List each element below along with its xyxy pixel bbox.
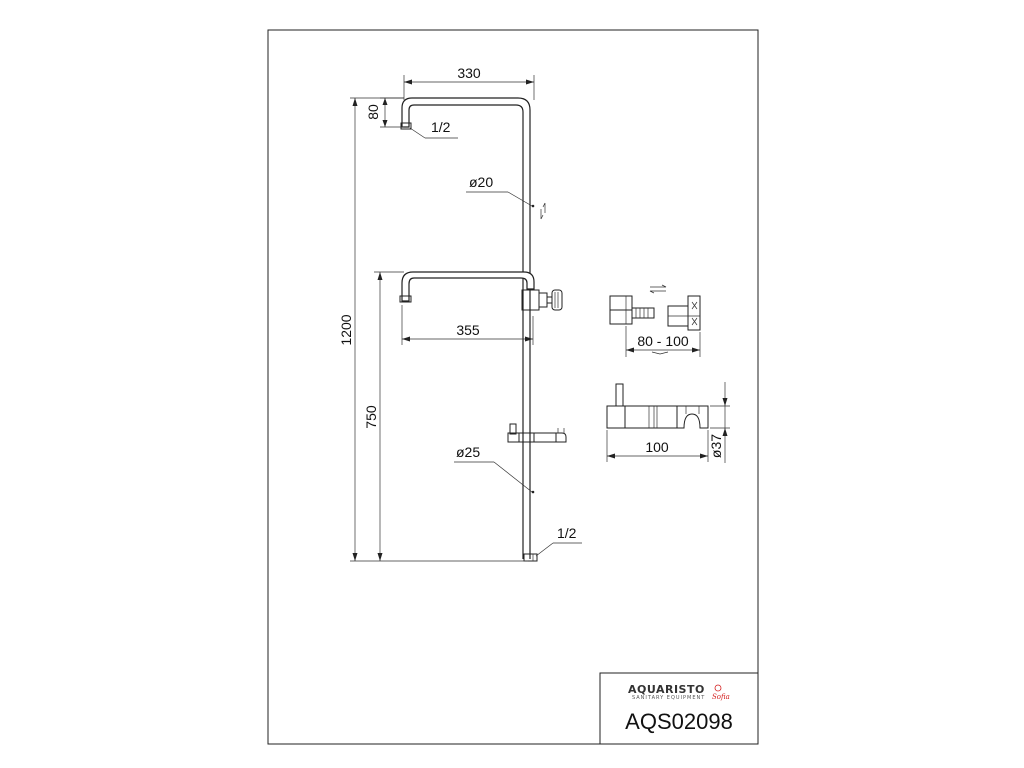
- dim-top-width-label: 330: [457, 65, 481, 81]
- drawing-frame: [267, 29, 759, 745]
- hand-shower-slider: [507, 423, 567, 443]
- brand-sub: SANITARY EQUIPMENT: [632, 695, 705, 701]
- dim-slider-diameter-label: ø37: [708, 434, 724, 458]
- dim-bar-diameter: ø20: [466, 174, 535, 208]
- dim-wall-range: 80 - 100: [625, 326, 701, 357]
- dim-arm-height: 750: [363, 271, 404, 561]
- dim-bottom-thread-label: 1/2: [557, 525, 577, 541]
- dim-slide-diameter-label: ø25: [456, 444, 480, 460]
- swap-arrows-icon: [540, 202, 546, 220]
- title-block: AQUARISTO SANITARY EQUIPMENT Sofia AQS02…: [599, 672, 759, 745]
- dim-arm-width-label: 355: [456, 322, 480, 338]
- dim-slider-width-label: 100: [645, 439, 669, 455]
- dim-head-drop-label: 80: [365, 104, 381, 120]
- brand-name: AQUARISTO: [628, 683, 705, 696]
- dim-slider-width: 100: [606, 430, 709, 462]
- dim-total-height: 1200: [338, 97, 528, 562]
- diverter-arm: [399, 271, 563, 311]
- dim-bottom-thread: 1/2: [535, 525, 582, 557]
- dim-wall-range-label: 80 - 100: [637, 333, 689, 349]
- dim-arm-width: 355: [401, 305, 534, 345]
- brand-script: Sofia: [712, 693, 730, 701]
- dim-arm-height-label: 750: [363, 405, 379, 429]
- slider-detail: [606, 383, 709, 429]
- dim-bar-diameter-label: ø20: [469, 174, 493, 190]
- swap-arrows-icon: [649, 284, 667, 294]
- riser-rail: [400, 97, 538, 562]
- dim-head-thread-label: 1/2: [431, 119, 451, 135]
- dim-top-width: 330: [403, 65, 535, 100]
- bottom-inlet: [523, 553, 538, 562]
- dim-slider-diameter: ø37: [708, 382, 730, 463]
- product-code: AQS02098: [625, 709, 733, 734]
- wall-bracket-detail: [609, 284, 701, 331]
- dim-slide-diameter: ø25: [454, 444, 535, 494]
- dim-head-drop: 80: [365, 97, 404, 128]
- dim-head-thread: 1/2: [409, 119, 458, 139]
- dim-total-height-label: 1200: [338, 314, 354, 345]
- brand-logo: AQUARISTO SANITARY EQUIPMENT Sofia: [628, 683, 730, 701]
